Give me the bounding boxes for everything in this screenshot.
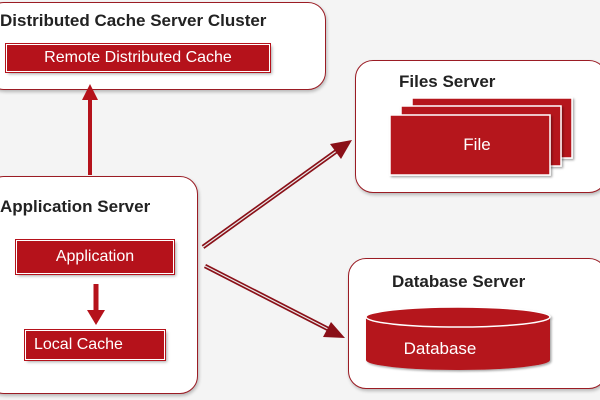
application-server-title: Application Server [0, 197, 151, 216]
file-label: File [463, 135, 490, 154]
files-server-title: Files Server [399, 72, 496, 91]
file-stack-icon [389, 97, 573, 176]
database-server-title: Database Server [392, 272, 526, 291]
remote-distributed-cache-label: Remote Distributed Cache [44, 49, 232, 66]
local-cache-label: Local Cache [34, 336, 123, 353]
cache-cluster-title: Distributed Cache Server Cluster [0, 11, 267, 30]
local-cache-box: Local Cache [24, 329, 166, 361]
arrow-to-files-server [201, 140, 352, 249]
arrow-to-database-server [203, 263, 345, 338]
database-label: Database [404, 339, 477, 358]
arrow-to-remote-cache [82, 84, 98, 175]
application-label: Application [55, 248, 135, 265]
database-cylinder-icon [365, 306, 551, 370]
arrow-to-local-cache [87, 284, 105, 325]
remote-distributed-cache-box: Remote Distributed Cache [5, 43, 271, 73]
application-box: Application [15, 239, 175, 275]
